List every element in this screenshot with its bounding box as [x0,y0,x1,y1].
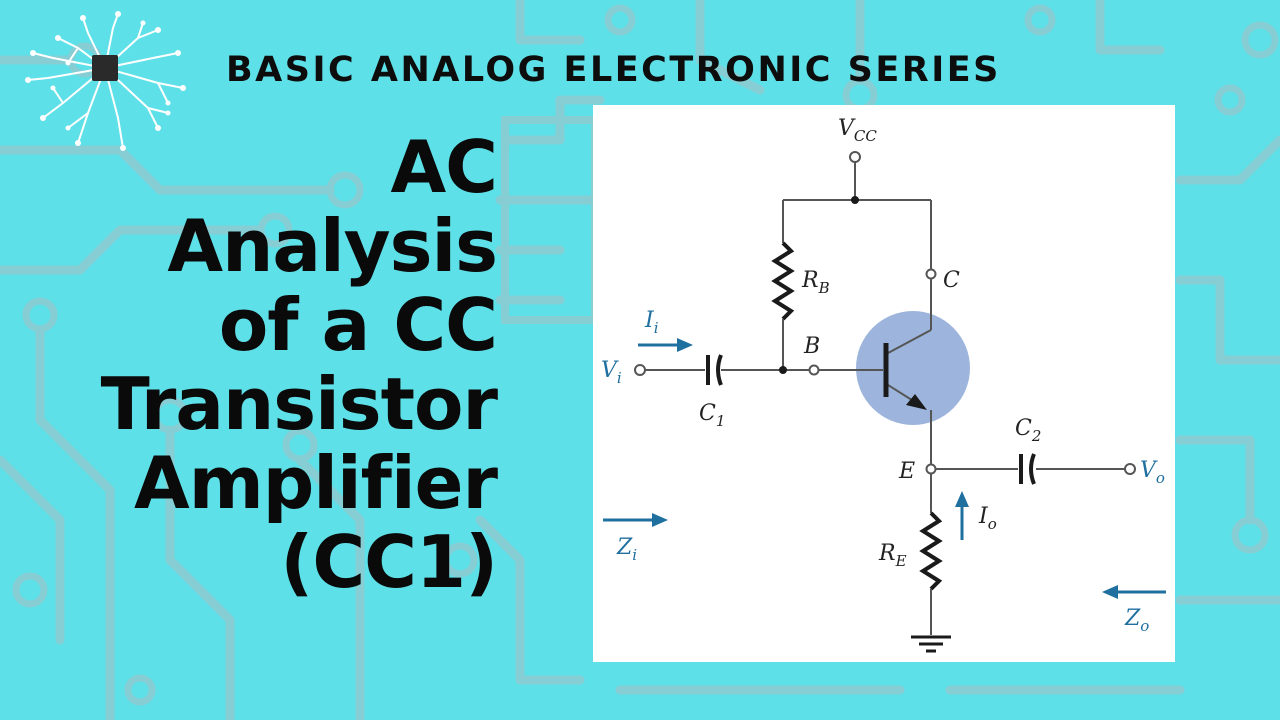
vo-terminal [1124,463,1136,475]
re-resistor [919,511,943,591]
vi-label: Vi [601,358,622,387]
io-label: Io [978,504,997,533]
title-line: AC [390,125,498,209]
transistor-highlight [856,311,970,425]
vcc-label: VCC [838,116,877,145]
b-node-label: B [803,334,820,359]
zo-arrow-head [1102,585,1118,599]
title-line: of a CC [218,283,498,367]
top-junction-dot [851,196,859,204]
collector-lead [887,329,932,354]
main-title: AC Analysis of a CC Transistor Amplifier… [0,125,498,604]
io-arrow-head [955,491,969,507]
vo-label: Vo [1140,458,1165,487]
brain-chip-logo-icon [25,11,186,151]
title-line: (CC1) [280,520,498,604]
series-title: BASIC ANALOG ELECTRONIC SERIES [226,50,1001,90]
b-terminal [808,364,820,376]
e-node-label: E [898,459,915,484]
c2-plate-right [1029,453,1036,485]
rb-label: RB [801,268,830,297]
circuit-diagram-panel: VCC RB C B Ii Vi C1 C2 E Vo Io RE Zi Zo [593,105,1175,662]
zi-arrow-head [652,513,668,527]
cc-amplifier-circuit: VCC RB C B Ii Vi C1 C2 E Vo Io RE Zi Zo [601,116,1166,653]
vi-terminal [634,364,646,376]
emitter-arrow [906,394,927,410]
ii-arrow-head [677,338,693,352]
e-terminal [925,463,937,475]
c-terminal [925,268,937,280]
title-line: Transistor [100,362,498,446]
rb-resistor [771,241,795,321]
c1-plate-right [716,354,723,386]
c-node-label: C [943,268,960,293]
title-line: Analysis [167,204,498,288]
ii-label: Ii [644,308,659,337]
base-junction-dot [779,366,787,374]
c2-label: C2 [1015,416,1041,445]
title-line: Amplifier [134,441,498,525]
zo-label: Zo [1124,606,1149,635]
zi-label: Zi [616,535,637,564]
c1-label: C1 [699,401,725,430]
vcc-terminal [849,151,861,163]
re-label: RE [878,541,907,570]
